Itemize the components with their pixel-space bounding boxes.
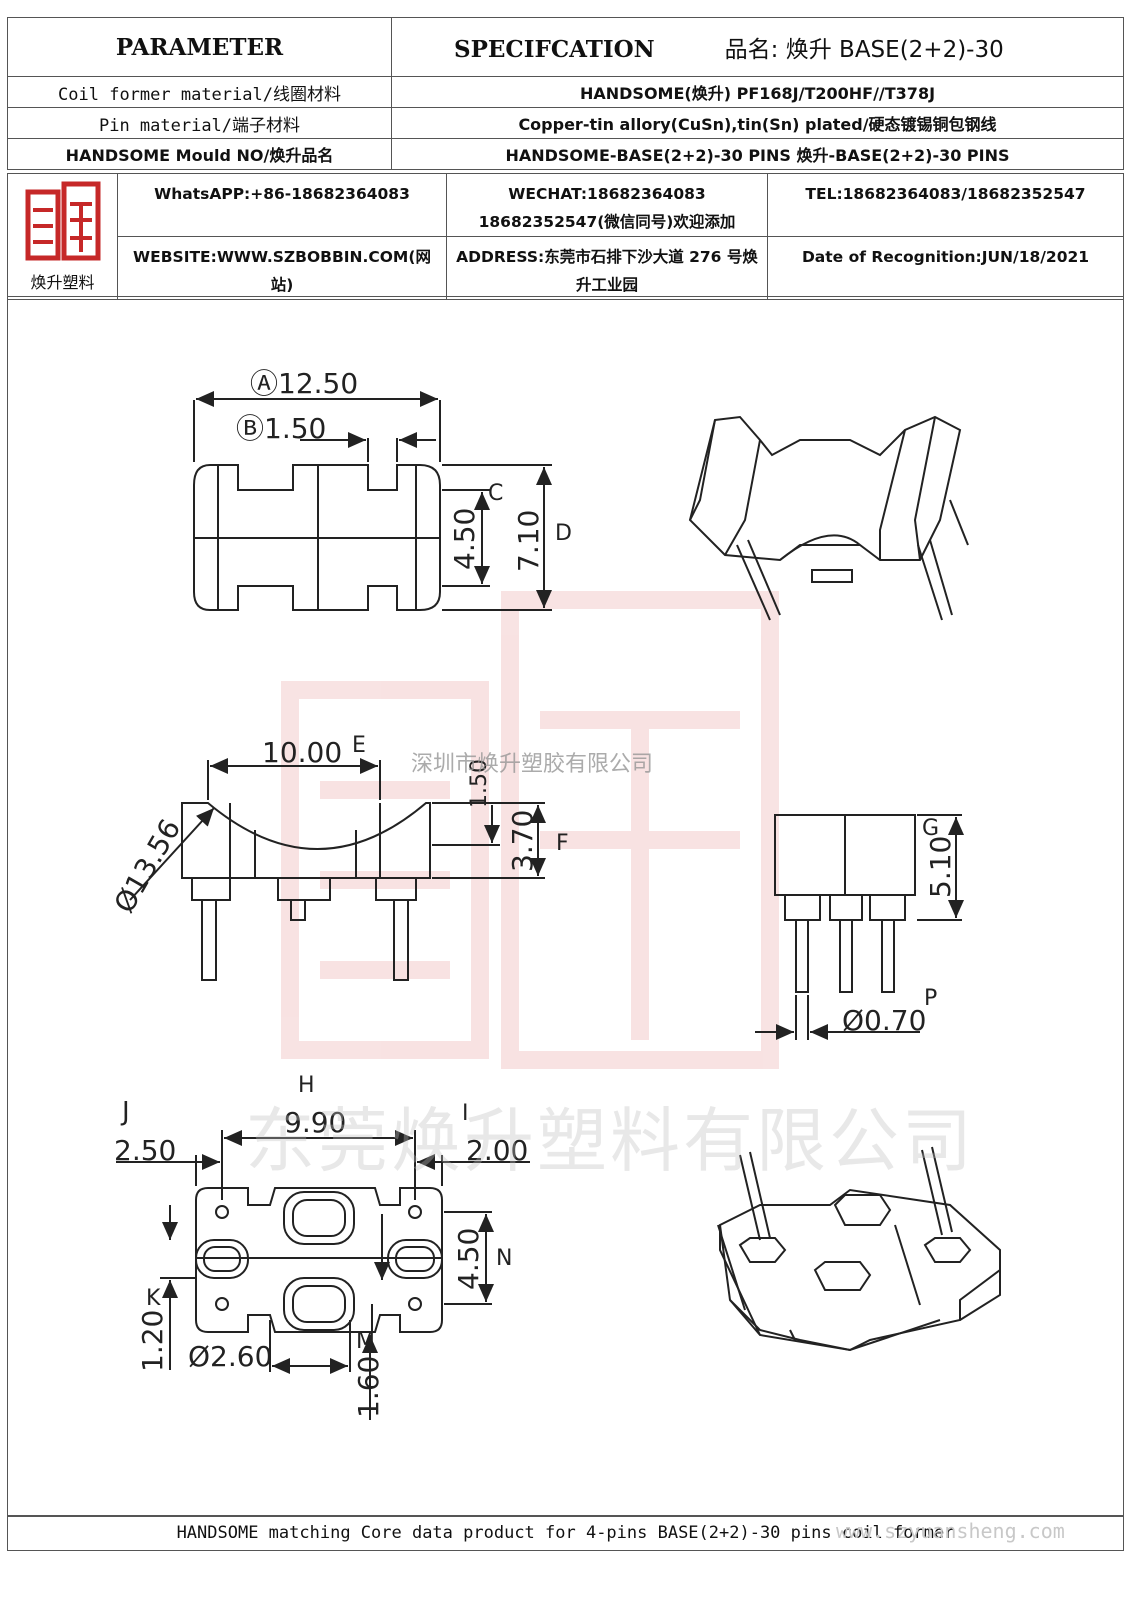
parameter-heading: PARAMETER (7, 17, 392, 77)
front-view (129, 758, 546, 981)
dim-i-value: 2.00 (466, 1134, 528, 1167)
dim-m-value: 1.60 (352, 1356, 385, 1418)
dim-g-value: 5.10 (924, 836, 957, 898)
dim-g-tag: G (922, 816, 939, 841)
dim-j-value: 2.50 (114, 1134, 176, 1167)
watermark-company-small: 深圳市焕升塑胶有限公司 (411, 752, 654, 777)
company-info-table: 焕升塑料 WhatsAPP:+86-18682364083 WECHAT:186… (7, 173, 1124, 300)
dim-n-value: 4.50 (452, 1228, 485, 1290)
specification-heading: SPECIFCATION 品名: 焕升 BASE(2+2)-30 (391, 17, 1124, 77)
dim-e-value: 10.00 (262, 736, 342, 769)
dim-c-tag: C (488, 481, 503, 506)
drawing-frame (7, 296, 1124, 1517)
dim-d-tag: D (555, 521, 572, 546)
dim-d-value: 7.10 (512, 510, 545, 572)
dim-f-small: 1.50 (467, 759, 492, 808)
dim-o-label: Ø2.60 (188, 1340, 272, 1373)
logo-caption: 焕升塑料 (30, 273, 95, 292)
side-view (755, 814, 964, 1040)
dim-j-tag: J (120, 1097, 130, 1127)
top-view (193, 391, 552, 611)
footer-caption: HANDSOME matching Core data product for … (7, 1515, 1124, 1551)
dim-b-label: Ⓑ1.50 (236, 412, 326, 445)
specification-label: SPECIFCATION (454, 36, 655, 63)
dim-a-label: Ⓐ12.50 (250, 367, 358, 400)
dim-p-tag: P (924, 986, 937, 1011)
dim-k-tag: K (146, 1286, 161, 1311)
watermark-url: www.szyuansheng.com (836, 1519, 1065, 1543)
dimension-labels: Ⓐ12.50 Ⓑ1.50 4.50 C 7.10 D 10.00 E Ø13.5… (107, 367, 957, 1418)
dim-m-tag: M (356, 1329, 375, 1354)
product-name: 品名: 焕升 BASE(2+2)-30 (724, 37, 1004, 63)
handsome-logo-icon (25, 181, 100, 261)
bottom-view (116, 1130, 530, 1420)
dim-i-tag: I (462, 1101, 469, 1126)
wechat-info: WECHAT:18682364083 18682352547(微信同号)欢迎添加 (446, 173, 768, 237)
dim-f-tag: F (556, 831, 569, 856)
pin-material-value: Copper-tin allory(CuSn),tin(Sn) plated/硬… (391, 107, 1124, 139)
dim-e-tag: E (352, 733, 366, 758)
watermark-company-big: 东莞焕升塑料有限公司 (245, 1100, 975, 1182)
watermark-logo (281, 591, 779, 1069)
dim-h-value: 9.90 (284, 1106, 346, 1139)
dim-p-label: Ø0.70 (842, 1004, 926, 1037)
dim-n-tag: N (496, 1246, 512, 1271)
website-info: WEBSITE:WWW.SZBOBBIN.COM(网站) (117, 236, 447, 300)
date-info: Date of Recognition:JUN/18/2021 (767, 236, 1124, 300)
address-info: ADDRESS:东莞市石排下沙大道 276 号焕升工业园 (446, 236, 768, 300)
mould-no-value: HANDSOME-BASE(2+2)-30 PINS 焕升-BASE(2+2)-… (391, 138, 1124, 170)
iso-view-bottom (717, 1146, 1001, 1352)
iso-view-top (688, 415, 969, 621)
dim-f-value: 3.70 (506, 810, 539, 872)
logo-cell: 焕升塑料 (7, 173, 118, 300)
coil-material-label: Coil former material/线圈材料 (7, 76, 392, 108)
dim-diameter-label: Ø13.56 (107, 813, 187, 918)
spec-header-table: PARAMETER SPECIFCATION 品名: 焕升 BASE(2+2)-… (7, 17, 1124, 170)
mould-no-label: HANDSOME Mould NO/焕升品名 (7, 138, 392, 170)
dim-k-value: 1.20 (136, 1310, 169, 1372)
dim-c-value: 4.50 (448, 508, 481, 570)
dim-h-tag: H (298, 1073, 315, 1098)
tel-info: TEL:18682364083/18682352547 (767, 173, 1124, 237)
